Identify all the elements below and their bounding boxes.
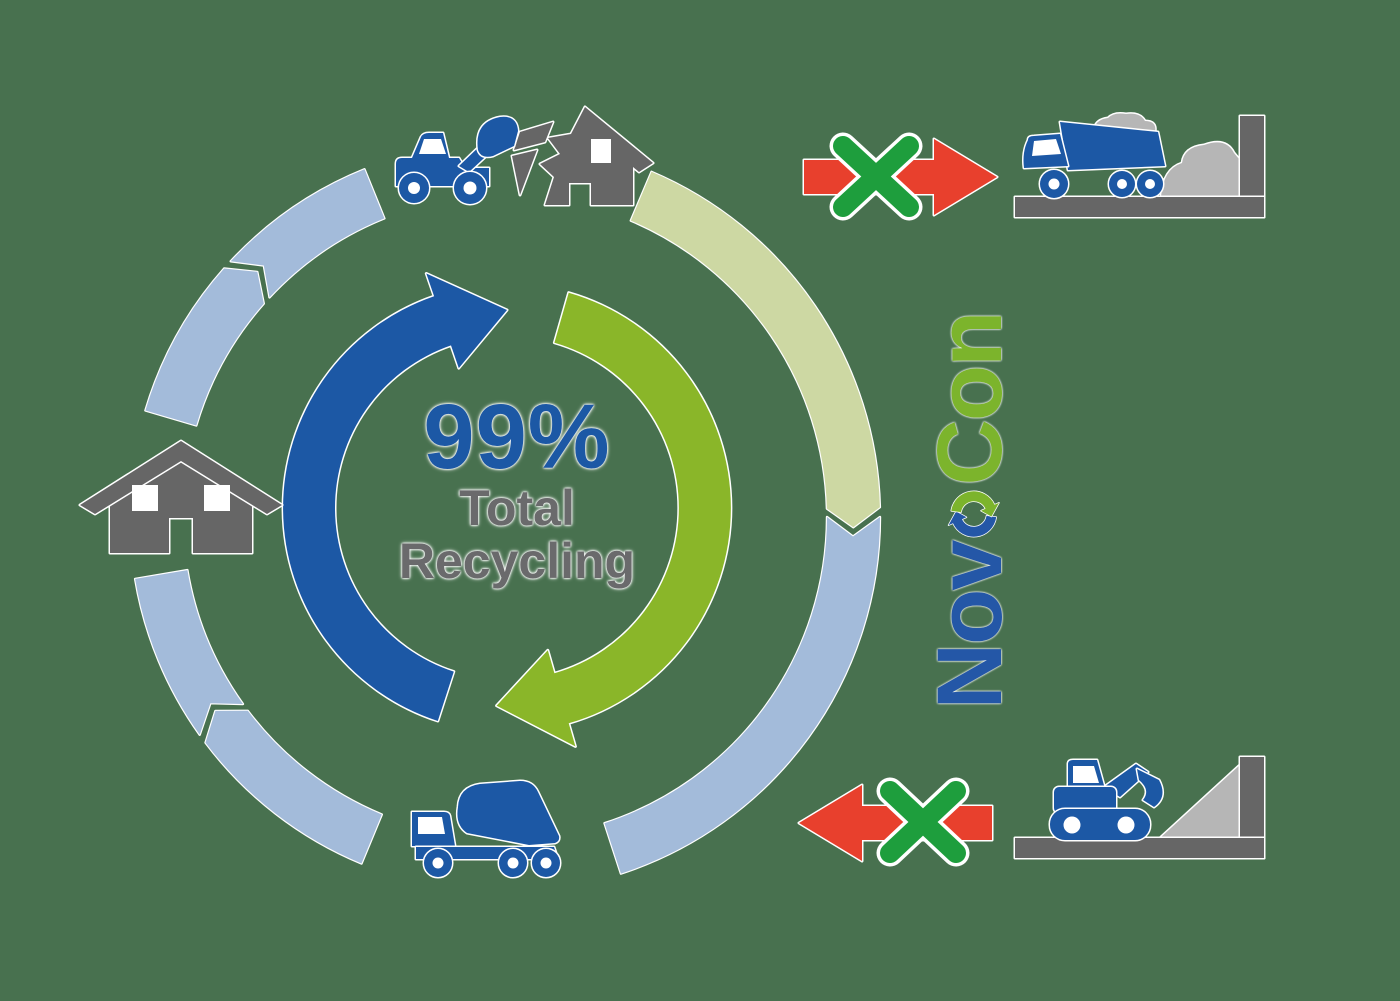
logo-text-green: Con bbox=[919, 312, 1021, 486]
debris-fragment bbox=[510, 148, 539, 197]
recycling-cycle-arrows bbox=[281, 272, 733, 748]
gravel-slope bbox=[1158, 761, 1244, 840]
ring-segment-green bbox=[629, 170, 882, 529]
left-arrow-icon bbox=[797, 783, 994, 863]
right-arrow-icon bbox=[802, 137, 999, 217]
excavator-icon bbox=[1048, 758, 1165, 842]
recycle-arrows-icon bbox=[947, 490, 1000, 537]
ring-segment-bottom-left-2 bbox=[133, 568, 245, 736]
outer-cycle-ring bbox=[133, 168, 882, 875]
ring-segment-right-bottom bbox=[603, 515, 882, 875]
blocked-arrow-left bbox=[797, 777, 994, 867]
blocked-arrow-right bbox=[802, 132, 999, 221]
logo-text-blue: Nov bbox=[919, 541, 1021, 710]
novocon-logo: Nov Con bbox=[919, 301, 1021, 721]
front-loader-icon bbox=[394, 115, 520, 206]
ring-segment-bottom-left-1 bbox=[204, 709, 383, 865]
mixer-drum bbox=[455, 779, 561, 847]
house-icon bbox=[78, 439, 284, 555]
debris-fragment bbox=[512, 120, 555, 152]
loader-bucket bbox=[475, 115, 520, 159]
rubble-pile bbox=[1159, 140, 1241, 199]
recycle-arrow-blue bbox=[281, 272, 509, 723]
house-window bbox=[132, 485, 158, 511]
dump-truck-icon bbox=[1022, 112, 1167, 200]
concrete-mixer-truck-icon bbox=[410, 779, 562, 879]
logo-arrow-blue bbox=[947, 510, 998, 537]
logo-arrow-green bbox=[950, 490, 1000, 517]
demolished-house-icon bbox=[510, 105, 655, 207]
quarry-slope-icon bbox=[1013, 755, 1266, 860]
excavator-bucket bbox=[1135, 767, 1165, 809]
x-mark-icon bbox=[829, 132, 923, 221]
ring-segment-top-left-1 bbox=[144, 267, 265, 427]
recycle-arrow-green bbox=[495, 291, 733, 748]
landfill-icon bbox=[1013, 114, 1266, 219]
ring-segment-top-left-2 bbox=[229, 168, 386, 299]
x-mark-icon bbox=[876, 777, 970, 867]
house-window bbox=[204, 485, 230, 511]
